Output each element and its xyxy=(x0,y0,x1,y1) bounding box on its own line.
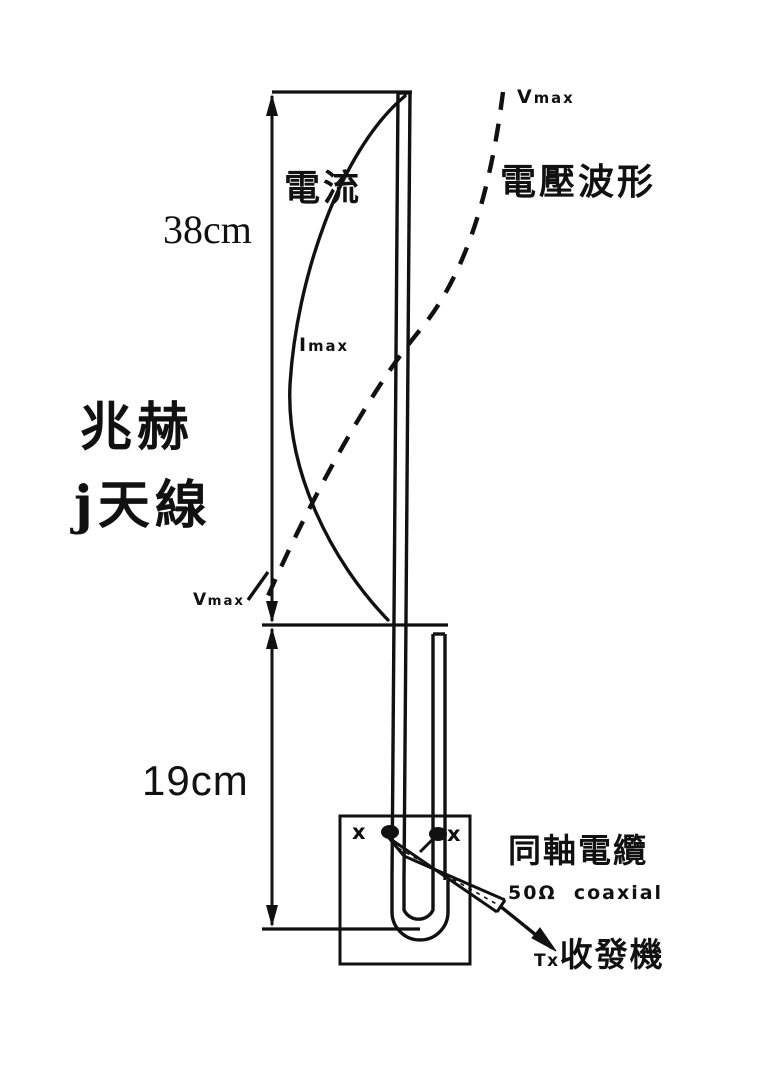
current-max-label: Imax xyxy=(299,336,349,355)
coaxial-spec-label: 50Ω coaxial xyxy=(508,882,664,904)
dimension-label-38cm: 38cm xyxy=(163,207,252,252)
arrowhead-19cm-bottom xyxy=(266,905,278,927)
coaxial-cable xyxy=(387,832,507,914)
transceiver-label-cjk: 收發機 xyxy=(559,935,665,974)
tap-mark-left: x xyxy=(352,820,366,844)
vmax-top-main: V xyxy=(517,86,534,108)
arrowhead-19cm-top xyxy=(266,627,278,649)
coaxial-cable-label: 同軸電纜 xyxy=(508,831,648,870)
current-waveform-label: 電流 xyxy=(284,167,363,209)
coax-outer-lower xyxy=(403,854,506,902)
dimension-arrowheads xyxy=(266,94,278,927)
voltage-waveform-curve xyxy=(265,91,506,597)
vmax-top-subscript: max xyxy=(533,90,575,107)
voltage-max-label-top: Vmax xyxy=(517,88,575,107)
u-bend-outer xyxy=(390,880,450,942)
vmax-lower-leader xyxy=(246,571,270,601)
figure-title-line2: j天線 xyxy=(74,480,212,532)
tap-dot-left xyxy=(381,825,399,839)
arrowhead-38cm-bottom xyxy=(266,601,278,623)
antenna-conductor xyxy=(390,91,450,942)
dimension-lines xyxy=(262,90,448,931)
tx-arrow xyxy=(498,904,557,952)
coax-outer-upper xyxy=(388,836,498,914)
coax-tap-lead xyxy=(418,832,440,854)
tx-arrowhead xyxy=(531,927,557,952)
voltage-waveform-label: 電壓波形 xyxy=(500,161,657,203)
voltage-max-label-bottom: Vmax xyxy=(193,592,245,609)
tap-mark-right: x xyxy=(447,822,461,846)
u-bend-inner xyxy=(402,880,435,921)
vmax-bottom-subscript: max xyxy=(207,594,245,609)
imax-subscript: max xyxy=(308,338,350,355)
transceiver-label: Tx收發機 xyxy=(534,938,665,971)
arrowhead-38cm-top xyxy=(266,94,278,116)
figure-title-line1: 兆赫 xyxy=(80,397,195,458)
feedpoint-box xyxy=(338,814,472,966)
coax-center-conductor xyxy=(397,847,501,907)
coax-connector-left xyxy=(387,837,406,857)
figure-title-j-prefix: j xyxy=(74,475,98,536)
figure-title-antenna: 天線 xyxy=(97,475,212,536)
radiator-rod-outer xyxy=(390,92,400,881)
radiator-rod-inner xyxy=(402,92,412,881)
vmax-bottom-main: V xyxy=(193,590,208,610)
transceiver-label-prefix: Tx xyxy=(534,951,560,971)
imax-main: I xyxy=(299,334,309,356)
current-waveform-curve xyxy=(288,94,407,622)
dimension-label-19cm: 19cm xyxy=(142,757,249,804)
